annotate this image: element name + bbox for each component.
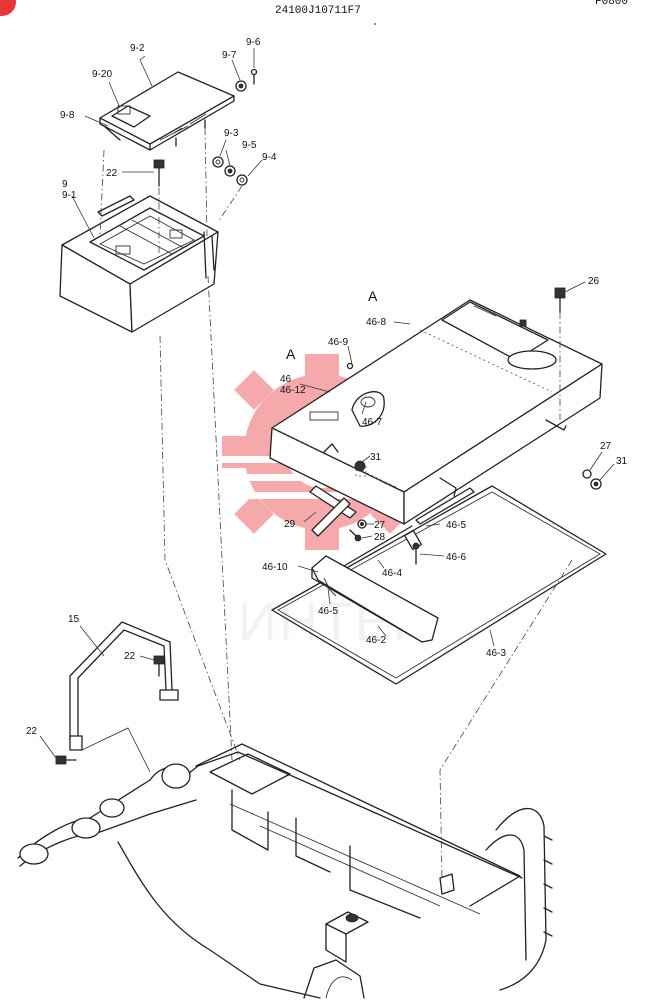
- callout-46-10: 46-10: [262, 562, 288, 573]
- centerline-washer: [217, 185, 243, 223]
- drawing-ref-fragment: F0800: [595, 0, 628, 8]
- callout-46-6: 46-6: [446, 552, 466, 563]
- callout-22-low: 22: [26, 726, 38, 737]
- callout-27-right: 27: [600, 441, 612, 452]
- bracket-part-29: [309, 485, 367, 542]
- callout-A-mid: A: [286, 346, 296, 362]
- callout-9: 9: [62, 179, 68, 190]
- callout-A-top: A: [368, 288, 378, 304]
- callout-27-mid: 27: [374, 520, 386, 531]
- callout-9-2: 9-2: [130, 43, 145, 54]
- handle-bar-part: [311, 555, 439, 643]
- hardware-group-right: [554, 287, 602, 490]
- callout-46-4: 46-4: [382, 568, 402, 579]
- centerline-box-right: [207, 275, 233, 761]
- callout-9-4: 9-4: [262, 152, 277, 163]
- seal-frame-part: [271, 485, 607, 685]
- callout-46-8: 46-8: [366, 317, 386, 328]
- callout-9-3: 9-3: [224, 128, 239, 139]
- battery-cover-part: [99, 71, 235, 151]
- seal-strip-parts: [343, 487, 475, 567]
- callout-29: 29: [284, 519, 296, 530]
- callout-31-mid: 31: [370, 452, 382, 463]
- centerline-box-to-frame: [159, 335, 241, 761]
- callout-46-7: 46-7: [362, 417, 382, 428]
- pipe-part-15: [55, 621, 179, 765]
- callout-31-right: 31: [616, 456, 628, 467]
- callout-46: 46: [280, 374, 292, 385]
- callout-22-mid: 22: [124, 651, 136, 662]
- top-cover-part: [269, 299, 603, 525]
- callout-46-3: 46-3: [486, 648, 506, 659]
- battery-box-part: [59, 195, 219, 333]
- callout-9-6: 9-6: [246, 37, 261, 48]
- callout-46-2: 46-2: [366, 635, 386, 646]
- callout-9-5: 9-5: [242, 140, 257, 151]
- leader-lines: [39, 48, 615, 759]
- callout-labels: 9-2 9-7 9-6 9-20 9-8 9-3 9-5 9-4 22 9 9-…: [26, 37, 628, 737]
- centerline-cover-to-frame: [439, 559, 573, 881]
- callout-46-12: 46-12: [280, 385, 306, 396]
- drawing-number: 24100J10711F7: [275, 5, 361, 17]
- centerline-cover: [204, 127, 208, 237]
- callout-28: 28: [374, 532, 386, 543]
- callout-9-7: 9-7: [222, 50, 237, 61]
- corner-badge-icon: [0, 0, 16, 16]
- scan-dot: [374, 23, 376, 25]
- callout-22-top: 22: [106, 168, 118, 179]
- callout-26: 26: [588, 276, 600, 287]
- hardware-group-top: [153, 68, 258, 187]
- callout-9-20: 9-20: [92, 69, 112, 80]
- machine-frame-part: [17, 743, 553, 999]
- callout-46-5-left: 46-5: [318, 606, 338, 617]
- leader-pipe-clamp: [81, 727, 151, 773]
- callout-46-5-right: 46-5: [446, 520, 466, 531]
- callout-9-8: 9-8: [60, 110, 75, 121]
- callout-46-9: 46-9: [328, 337, 348, 348]
- callout-15: 15: [68, 614, 80, 625]
- callout-9-1: 9-1: [62, 190, 77, 201]
